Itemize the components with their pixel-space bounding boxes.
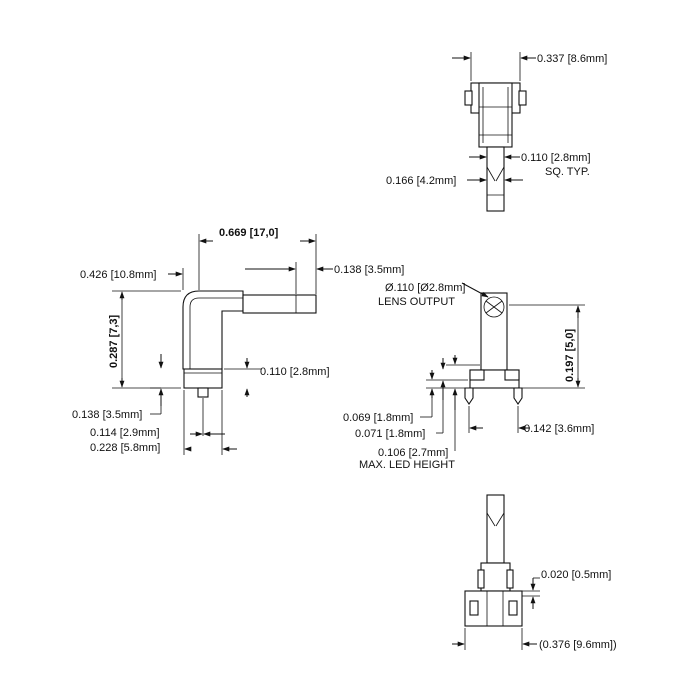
top-offset-label: 0.166 [4.2mm] (386, 175, 456, 187)
side-pin-offset-label: 0.114 [2.9mm] (90, 427, 160, 439)
side-tip-dimension: 0.138 [3.5mm] (245, 262, 404, 294)
front-pitch-dimension: 0.142 [3.6mm] (468, 406, 594, 435)
side-tip-label: 0.138 [3.5mm] (334, 264, 404, 276)
top-offset-dimension: 0.166 [4.2mm] (386, 175, 523, 187)
bottom-width-dimension: (0.376 [9.6mm]) (452, 628, 617, 651)
side-pin-dimensions: 0.138 [3.5mm] 0.114 [2.9mm] 0.228 [5.8mm… (72, 354, 237, 455)
front-view-body (464, 292, 523, 405)
bottom-gap-dimension: 0.020 [0.5mm] (522, 569, 611, 609)
front-lens-note: LENS OUTPUT (378, 296, 455, 308)
bottom-gap-label: 0.020 [0.5mm] (541, 569, 611, 581)
lens-output-circle (483, 296, 505, 318)
side-view: 0.669 [17,0] 0.138 [3.5mm] 0.426 [10.8mm… (72, 227, 404, 455)
side-view-body (182, 290, 317, 398)
front-lens-dimension: Ø.110 [Ø2.8mm] LENS OUTPUT (378, 282, 489, 308)
top-lead-note: SQ. TYP. (545, 166, 590, 178)
front-height-dimension: 0.197 [5,0] (509, 304, 585, 389)
top-width-dimension: 0.337 [8.6mm] (452, 52, 607, 81)
front-height-label: 0.197 [5,0] (564, 328, 576, 382)
side-reach-label: 0.426 [10.8mm] (80, 269, 156, 281)
bottom-view-body (464, 494, 523, 627)
top-width-label: 0.337 [8.6mm] (537, 53, 607, 65)
front-small-dimensions: 0.069 [1.8mm] 0.071 [1.8mm] 0.106 [2.7mm… (343, 355, 480, 471)
bottom-view: 0.020 [0.5mm] (0.376 [9.6mm]) (452, 494, 617, 651)
front-pitch-label: 0.142 [3.6mm] (524, 423, 594, 435)
side-base-label: 0.110 [2.8mm] (260, 366, 330, 378)
side-reach-dimension: 0.426 [10.8mm] (80, 268, 184, 290)
top-view-body (464, 82, 527, 212)
front-lens-label: Ø.110 [Ø2.8mm] (385, 282, 466, 294)
side-pin-height-label: 0.138 [3.5mm] (72, 409, 142, 421)
side-length-dimension: 0.669 [17,0] (198, 227, 317, 294)
front-dim-c-note: MAX. LED HEIGHT (359, 459, 455, 471)
front-view: Ø.110 [Ø2.8mm] LENS OUTPUT 0.197 [5,0] 0… (343, 282, 594, 471)
front-dim-b-label: 0.071 [1.8mm] (355, 428, 425, 440)
side-height-label: 0.287 [7,3] (108, 314, 120, 368)
front-dim-c-label: 0.106 [2.7mm] (378, 447, 448, 459)
top-lead-dimension: 0.110 [2.8mm] SQ. TYP. (469, 150, 591, 178)
front-dim-a-label: 0.069 [1.8mm] (343, 412, 413, 424)
side-base-dimension: 0.110 [2.8mm] (224, 358, 330, 397)
side-length-label: 0.669 [17,0] (219, 227, 279, 239)
top-view: 0.337 [8.6mm] 0.110 [2.8mm] SQ. TYP. 0.1… (386, 52, 607, 212)
bottom-width-label: (0.376 [9.6mm]) (539, 639, 617, 651)
side-pin-span-label: 0.228 [5.8mm] (90, 442, 160, 454)
side-height-dimension: 0.287 [7,3] (108, 290, 181, 389)
top-lead-label: 0.110 [2.8mm] (521, 152, 591, 164)
